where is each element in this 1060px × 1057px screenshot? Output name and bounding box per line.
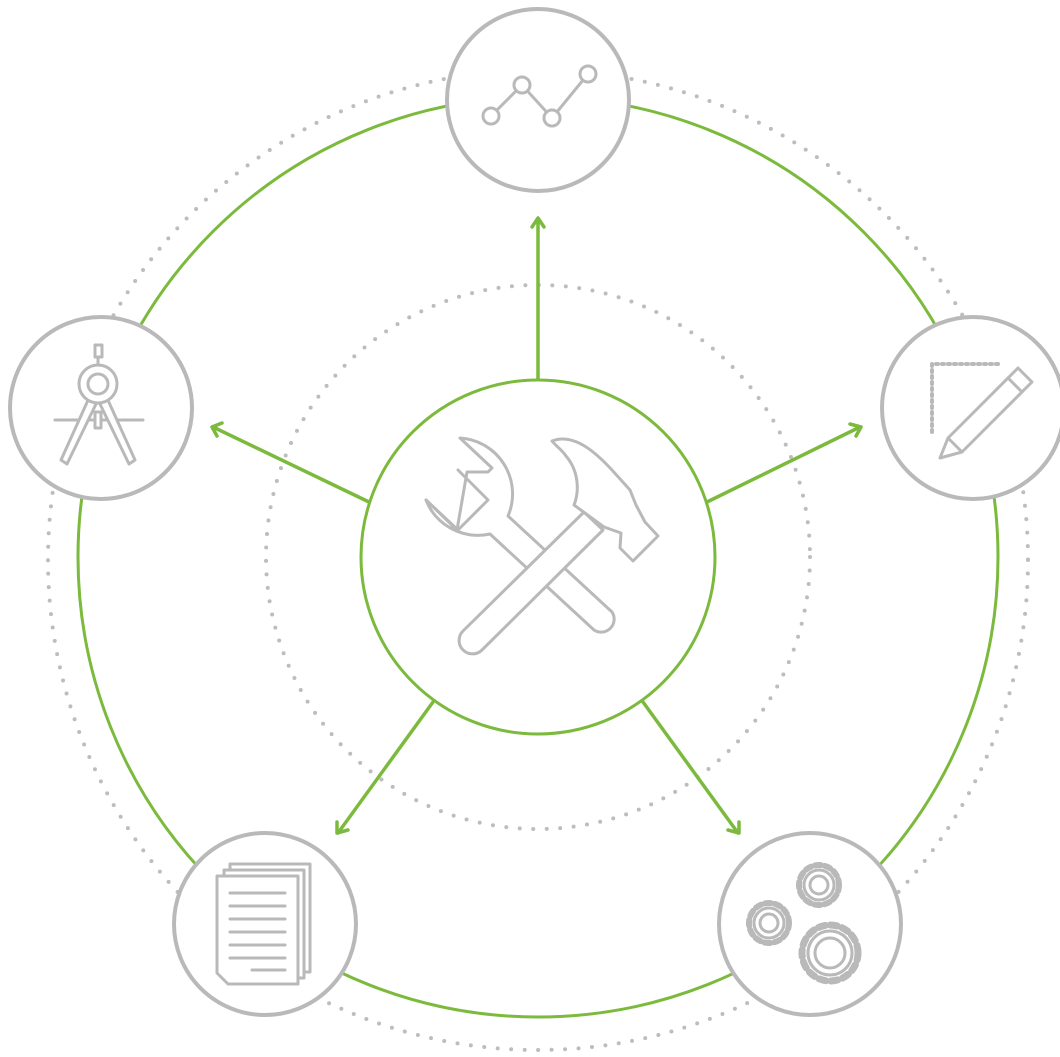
- arrow-to-bottom-left: [335, 700, 435, 835]
- node-right-circle: [880, 315, 1060, 501]
- gears-icon: [746, 862, 862, 985]
- node-right: [880, 315, 1060, 501]
- arrow-to-left: [210, 421, 371, 504]
- node-top: [445, 7, 631, 193]
- center-hub: [359, 378, 717, 736]
- arrow-to-top: [530, 216, 546, 382]
- drafting-compass-icon: [53, 343, 145, 466]
- documents-icon: [215, 862, 312, 986]
- node-bottom-left: [172, 831, 358, 1017]
- wrench-hammer-icon: [424, 436, 660, 656]
- node-bottom-right: [717, 831, 903, 1017]
- arrow-to-right: [705, 422, 863, 504]
- pencil-ruler-icon: [930, 362, 1034, 460]
- node-top-circle: [445, 7, 631, 193]
- node-left: [8, 315, 194, 501]
- arrows: [210, 216, 863, 835]
- line-graph-icon: [481, 64, 598, 128]
- arrow-to-bottom-right: [641, 700, 741, 835]
